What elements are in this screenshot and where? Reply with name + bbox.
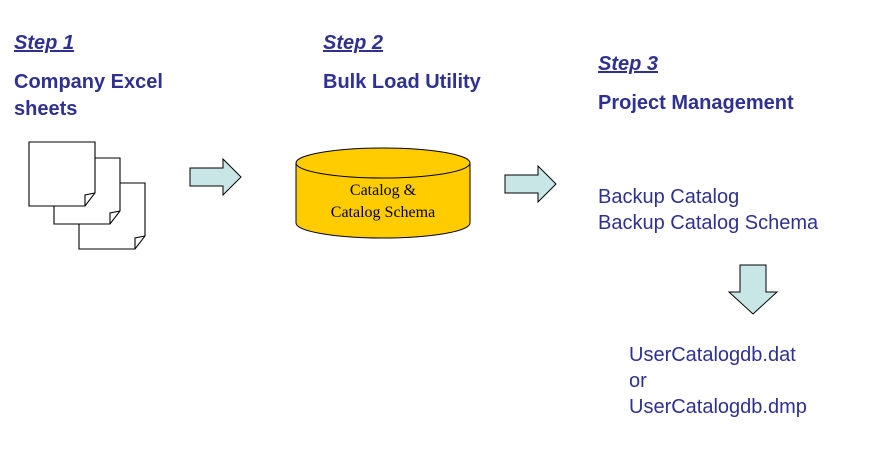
database-label: Catalog & Catalog Schema: [294, 180, 472, 224]
step2-label: Step 2: [323, 32, 384, 54]
output-dmp-text: UserCatalogdb.dmp: [629, 396, 807, 418]
output-dat-text: UserCatalogdb.dat: [629, 344, 796, 366]
step1-title: Company Excel sheets: [14, 71, 163, 120]
right-arrow-icon: [189, 158, 242, 196]
output-files: UserCatalogdb.dat or UserCatalogdb.dmp: [629, 342, 807, 420]
step1-label: Step 1: [14, 32, 75, 54]
database-cylinder-icon: [295, 147, 471, 239]
right-arrow-icon: [504, 165, 557, 203]
step3-title: Project Management: [598, 92, 794, 114]
database-label-line1: Catalog &: [349, 182, 417, 199]
output-or-text: or: [629, 370, 647, 392]
document-stack-icon: [28, 141, 146, 250]
step3-items: Backup Catalog Backup Catalog Schema: [598, 184, 818, 236]
backup-catalog-schema-text: Backup Catalog Schema: [598, 212, 819, 234]
step3-label: Step 3: [598, 53, 659, 75]
database-label-line2: Catalog Schema: [330, 204, 436, 221]
backup-catalog-text: Backup Catalog: [598, 186, 740, 208]
step2-title: Bulk Load Utility: [323, 71, 481, 93]
down-arrow-icon: [727, 264, 779, 315]
